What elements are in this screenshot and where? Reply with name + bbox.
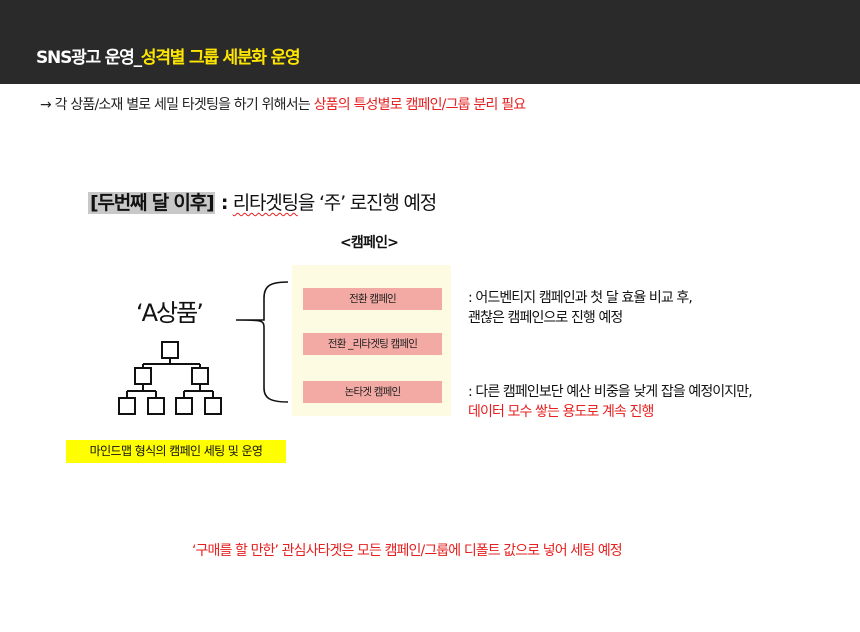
page-title-prefix: SNS광고 운영_: [36, 48, 142, 68]
intro-line: → 각 상품/소재 별로 세밀 타겟팅을 하기 위해서는 상품의 특성별로 캠페…: [40, 94, 527, 114]
header-bar: SNS광고 운영_성격별 그룹 세분화 운영: [0, 0, 860, 84]
arrow-icon: →: [40, 97, 52, 113]
campaign-nontarget: 논타겟 캠페인: [303, 381, 442, 403]
intro-text: 각 상품/소재 별로 세밀 타겟팅을 하기 위해서는: [50, 97, 314, 113]
note-first: : 어드벤티지 캠페인과 첫 달 효율 비교 후, 괜찮은 캠페인으로 진행 예…: [468, 288, 693, 328]
campaign-conversion: 전환 캠페인: [303, 288, 442, 310]
product-label: ‘A상품’: [136, 299, 204, 327]
campaign-conversion-retargeting: 전환 _리타겟팅 캠페인: [303, 333, 442, 355]
page-title-accent: 성격별 그룹 세분화 운영: [140, 48, 301, 68]
section-heading: [두번째 달 이후] : 리타겟팅을 ‘주’ 로진행 예정: [88, 188, 437, 215]
intro-highlight: 상품의 특성별로 캠페인/그룹 분리 필요: [313, 97, 527, 113]
section-text-rest: 을 ‘주’ 로진행 예정: [297, 192, 437, 214]
hierarchy-tree-icon: [118, 341, 222, 415]
curly-brace-icon: [235, 281, 289, 403]
footer-note: ‘구매를 할 만한’ 관심사타겟은 모든 캠페인/그룹에 디폴트 값으로 넣어 …: [192, 543, 623, 559]
section-tag: [두번째 달 이후]: [88, 192, 216, 214]
note-first-line1: : 어드벤티지 캠페인과 첫 달 효율 비교 후,: [468, 290, 693, 306]
note-first-line2: 괜찮은 캠페인으로 진행 예정: [468, 310, 623, 326]
note-second: : 다른 캠페인보단 예산 비중을 낮게 잡을 예정이지만, 데이터 모수 쌓는…: [468, 382, 753, 422]
page-title: SNS광고 운영_성격별 그룹 세분화 운영: [36, 43, 301, 68]
campaign-section-title: <캠페인>: [340, 235, 399, 251]
mindmap-badge: 마인드맵 형식의 캠페인 세팅 및 운영: [66, 440, 286, 463]
section-separator: :: [215, 192, 233, 214]
note-second-line1: : 다른 캠페인보단 예산 비중을 낮게 잡을 예정이지만,: [468, 384, 753, 400]
section-text-retargeting: 리타겟팅: [232, 192, 299, 214]
note-second-line2: 데이터 모수 쌓는 용도로 계속 진행: [468, 404, 654, 420]
